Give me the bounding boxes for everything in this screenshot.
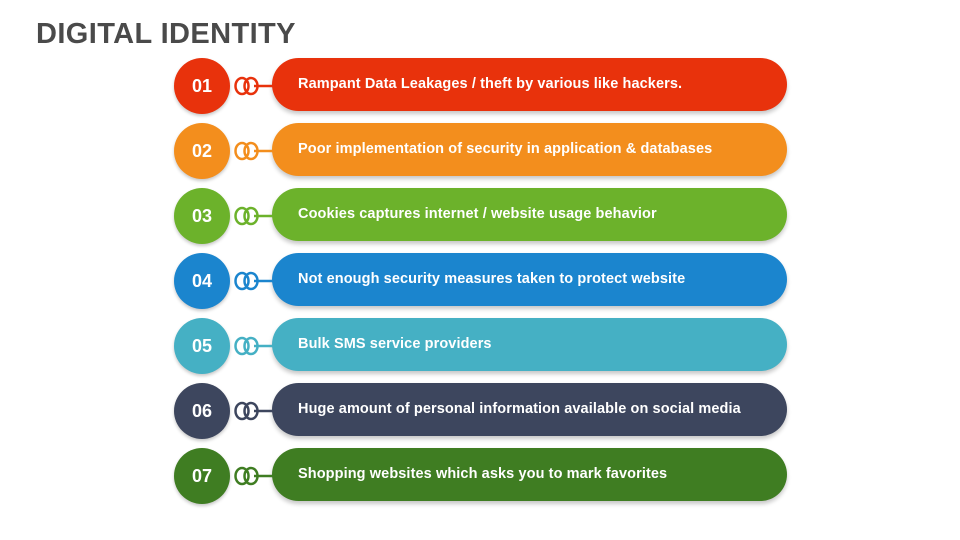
step-label: Cookies captures internet / website usag… — [298, 205, 657, 222]
step-number: 07 — [191, 465, 213, 486]
step-label: Huge amount of personal information avai… — [298, 400, 741, 417]
step-number-badge[interactable]: 07 — [174, 448, 230, 504]
step-bar[interactable]: Rampant Data Leakages / theft by various… — [272, 58, 787, 111]
step-number: 05 — [191, 335, 213, 356]
step-label: Not enough security measures taken to pr… — [298, 270, 686, 287]
list-item[interactable]: Poor implementation of security in appli… — [0, 123, 960, 188]
list-item[interactable]: Huge amount of personal information avai… — [0, 383, 960, 448]
step-bar[interactable]: Shopping websites which asks you to mark… — [272, 448, 787, 501]
chain-link-icon — [232, 336, 276, 356]
step-label: Bulk SMS service providers — [298, 335, 492, 352]
step-bar[interactable]: Huge amount of personal information avai… — [272, 383, 787, 436]
page-title: DIGITAL IDENTITY — [36, 18, 296, 50]
chain-link-icon — [232, 206, 276, 226]
step-bar[interactable]: Not enough security measures taken to pr… — [272, 253, 787, 306]
list-item[interactable]: Rampant Data Leakages / theft by various… — [0, 58, 960, 123]
step-number-badge[interactable]: 06 — [174, 383, 230, 439]
step-number-badge[interactable]: 04 — [174, 253, 230, 309]
process-list: Rampant Data Leakages / theft by various… — [0, 58, 960, 513]
step-bar[interactable]: Poor implementation of security in appli… — [272, 123, 787, 176]
chain-link-icon — [232, 271, 276, 291]
list-item[interactable]: Shopping websites which asks you to mark… — [0, 448, 960, 513]
step-label: Rampant Data Leakages / theft by various… — [298, 75, 683, 92]
step-number-badge[interactable]: 01 — [174, 58, 230, 114]
step-number-badge[interactable]: 05 — [174, 318, 230, 374]
step-label: Poor implementation of security in appli… — [298, 140, 713, 157]
chain-link-icon — [232, 76, 276, 96]
list-item[interactable]: Cookies captures internet / website usag… — [0, 188, 960, 253]
step-number: 01 — [191, 75, 213, 96]
list-item[interactable]: Not enough security measures taken to pr… — [0, 253, 960, 318]
step-number-badge[interactable]: 02 — [174, 123, 230, 179]
step-number: 03 — [191, 205, 213, 226]
step-number: 02 — [191, 140, 213, 161]
step-number-badge[interactable]: 03 — [174, 188, 230, 244]
chain-link-icon — [232, 141, 276, 161]
step-number: 04 — [191, 270, 213, 291]
list-item[interactable]: Bulk SMS service providers 05 — [0, 318, 960, 383]
chain-link-icon — [232, 401, 276, 421]
step-bar[interactable]: Cookies captures internet / website usag… — [272, 188, 787, 241]
chain-link-icon — [232, 466, 276, 486]
step-label: Shopping websites which asks you to mark… — [298, 465, 668, 482]
step-number: 06 — [191, 400, 213, 421]
step-bar[interactable]: Bulk SMS service providers — [272, 318, 787, 371]
